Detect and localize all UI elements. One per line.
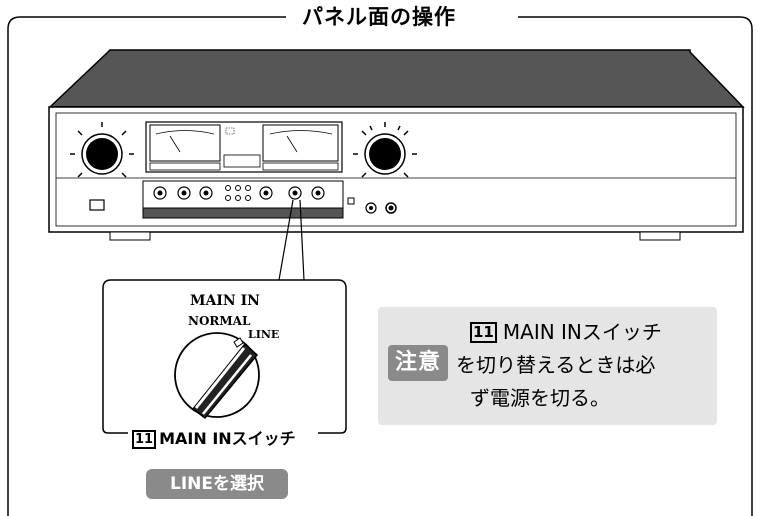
amplifier-top-cover — [48, 49, 745, 108]
caution-line-2: を切り替えるときは必 — [456, 353, 656, 377]
level-meters — [145, 121, 343, 173]
input-selector-knob — [70, 122, 134, 178]
caution-badge: 注意 — [388, 345, 448, 381]
switch-name: MAIN INスイッチ — [159, 429, 296, 448]
switch-position-main-in: MAIN IN — [190, 293, 260, 309]
caution-number: 11 — [470, 322, 497, 343]
power-switch — [89, 199, 105, 211]
section-title: パネル面の操作 — [296, 4, 462, 30]
section-frame — [7, 16, 753, 516]
lower-control-panel — [142, 180, 344, 219]
caution-line-3: ず電源を切る。 — [470, 386, 610, 410]
switch-position-normal: NORMAL — [188, 314, 251, 328]
volume-knob — [353, 122, 417, 178]
headphone-jacks — [347, 197, 397, 214]
main-in-switch-knob — [174, 332, 260, 420]
switch-position-line: LINE — [248, 328, 280, 341]
select-line-badge: LINEを選択 — [146, 469, 288, 499]
switch-number: 11 — [132, 430, 157, 449]
caution-line-1-text: MAIN INスイッチ — [502, 320, 662, 344]
